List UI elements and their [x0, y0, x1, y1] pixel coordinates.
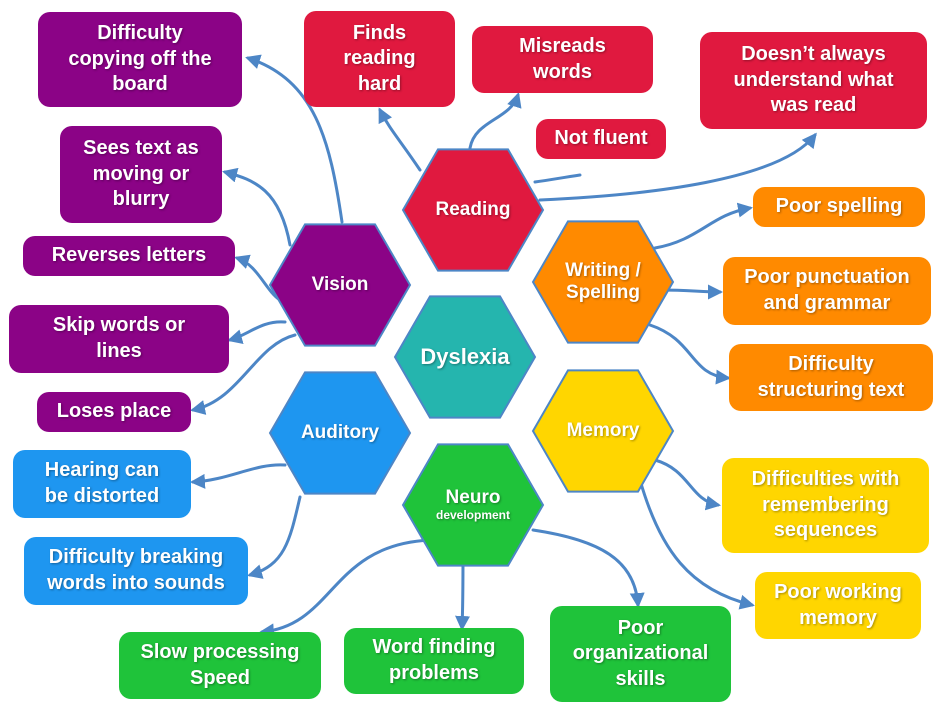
box-copying-board: Difficulty copying off the board: [38, 12, 242, 107]
arrow-to-organizational: [531, 528, 645, 608]
hexagon-label-vision: Vision: [270, 225, 410, 345]
arrow-to-finds-reading-hard: [378, 107, 422, 172]
box-skip-words: Skip words or lines: [9, 305, 229, 373]
box-word-finding: Word finding problems: [344, 628, 524, 694]
box-not-fluent: Not fluent: [536, 119, 666, 159]
dyslexia-label: Dyslexia: [420, 344, 510, 370]
hexagon-reading: [401, 148, 545, 272]
box-breaking-words: Difficulty breaking words into sounds: [24, 537, 248, 605]
arrow-to-not-fluent: [533, 173, 582, 184]
hexagon-label-memory: Memory: [533, 371, 673, 491]
connector-arrows: [190, 54, 817, 639]
arrow-to-breaking-words: [247, 495, 302, 579]
box-poor-spelling: Poor spelling: [753, 187, 925, 227]
reading-label: Reading: [435, 199, 511, 221]
arrow-to-structuring: [648, 323, 731, 385]
box-text-moving: Sees text as moving or blurry: [60, 126, 222, 223]
box-punctuation-grammar: Poor punctuation and grammar: [723, 257, 931, 325]
box-slow-processing: Slow processing Speed: [119, 632, 321, 699]
arrow-to-poor-spelling: [653, 202, 753, 250]
arrow-to-misreads-words: [468, 92, 522, 150]
arrow-to-working-memory: [638, 478, 755, 610]
hexagon-memory: [531, 369, 675, 493]
hexagon-label-writing: Writing / Spelling: [533, 222, 673, 342]
hexagon-label-dyslexia: Dyslexia: [395, 297, 535, 417]
neuro-label: Neuro: [445, 487, 501, 509]
arrow-to-not-always-understand: [538, 132, 817, 202]
box-organizational-skills: Poor organizational skills: [550, 606, 731, 702]
box-finds-reading-hard: Finds reading hard: [304, 11, 455, 107]
arrow-to-slow-processing: [259, 538, 432, 639]
hexagon-vision: [268, 223, 412, 347]
arrow-to-text-moving: [222, 167, 292, 247]
box-structuring-text: Difficulty structuring text: [729, 344, 933, 411]
hexagon-label-reading: Reading: [403, 150, 543, 270]
development-label: development: [435, 508, 510, 523]
hexagons: [268, 148, 675, 567]
box-working-memory: Poor working memory: [755, 572, 921, 639]
box-misreads-words: Misreads words: [472, 26, 653, 93]
box-not-always-understand: Doesn’t always understand what was read: [700, 32, 927, 129]
box-hearing-distorted: Hearing can be distorted: [13, 450, 191, 518]
box-loses-place: Loses place: [37, 392, 191, 432]
writing-spelling-label: Writing / Spelling: [565, 260, 641, 303]
hexagon-dyslexia: [393, 295, 537, 419]
arrow-to-loses-place: [190, 333, 297, 415]
hexagon-label-auditory: Auditory: [270, 373, 410, 493]
box-remembering-sequences: Difficulties with remembering sequences: [722, 458, 929, 553]
arrow-to-hearing: [190, 463, 287, 489]
memory-label: Memory: [566, 420, 640, 442]
hexagon-auditory: [268, 371, 412, 495]
arrow-to-remembering: [653, 458, 721, 511]
hexagon-label-neuro: Neuro development: [403, 445, 543, 565]
arrow-to-skip-words: [227, 320, 287, 345]
arrow-to-copying-board: [245, 54, 344, 224]
auditory-label: Auditory: [300, 422, 380, 444]
vision-label: Vision: [311, 274, 369, 296]
hexagon-writing-spelling: [531, 220, 675, 344]
hexagon-neuro-development: [401, 443, 545, 567]
box-reverses-letters: Reverses letters: [23, 236, 235, 276]
